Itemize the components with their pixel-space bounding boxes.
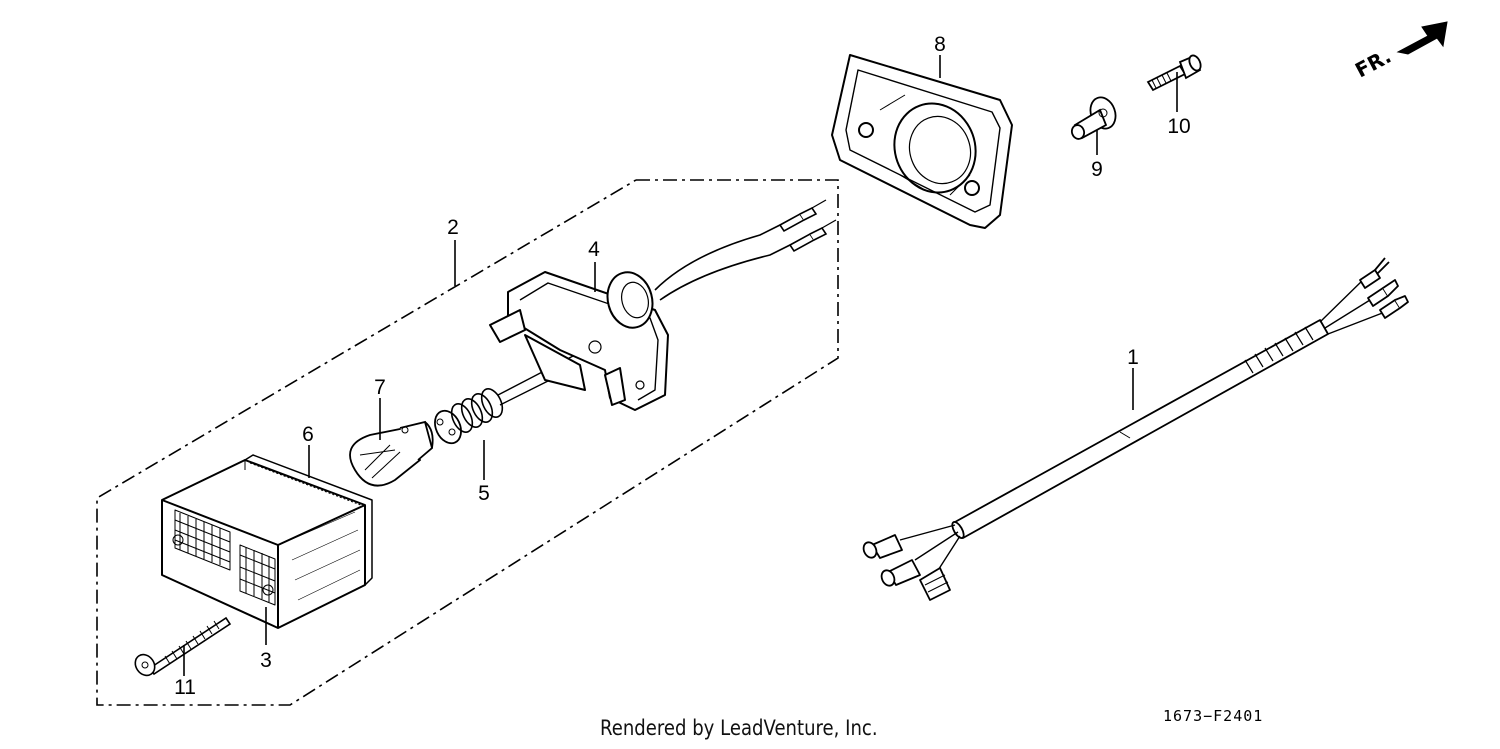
callout-11: 11 [174, 676, 196, 699]
callout-2: 2 [447, 216, 459, 239]
leader-lines [183, 55, 1178, 676]
screw [134, 616, 232, 677]
callout-9: 9 [1091, 158, 1103, 181]
callout-5: 5 [478, 482, 490, 505]
callout-1: 1 [1127, 346, 1139, 369]
tail-light-lens [161, 454, 373, 629]
diagram-code: 1673−F2401 [1163, 707, 1264, 725]
front-direction-arrow: FR. [1351, 21, 1448, 83]
front-direction-label: FR. [1351, 44, 1395, 83]
callout-6: 6 [302, 423, 314, 446]
footer-credit: Rendered by LeadVenture, Inc. [600, 716, 878, 740]
tail-light-housing [489, 271, 669, 411]
callout-10: 10 [1167, 115, 1190, 138]
callout-8: 8 [934, 33, 946, 56]
callout-7: 7 [374, 376, 386, 399]
housing-wires [654, 199, 837, 301]
callout-numbers: 1 2 3 4 5 6 7 8 9 10 11 [174, 33, 1191, 699]
wire-harness [862, 257, 1409, 601]
socket [434, 354, 579, 445]
light-bracket [831, 54, 1013, 229]
collar [1070, 96, 1117, 140]
callout-4: 4 [588, 238, 600, 261]
assembly-box [96, 179, 839, 706]
bolt [1146, 54, 1202, 92]
callout-3: 3 [260, 649, 272, 672]
bulb [349, 420, 434, 487]
